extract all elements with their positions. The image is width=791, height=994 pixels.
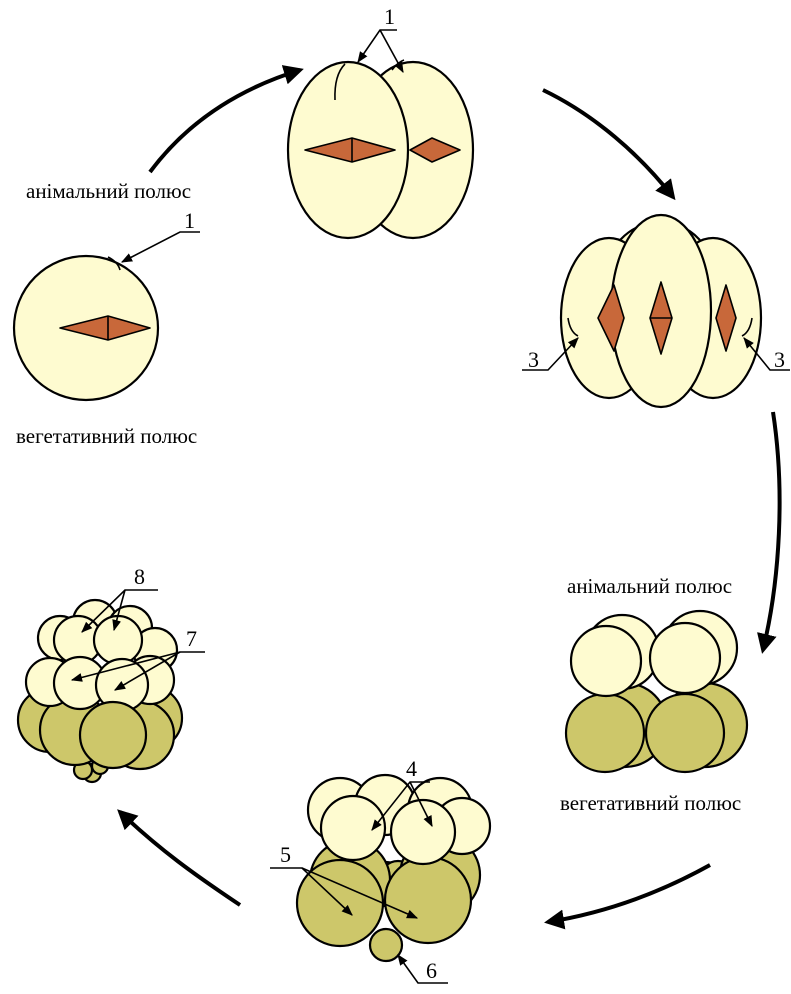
marker-1-two-cell: 1 [358, 4, 403, 72]
vegetal-cell-center [80, 702, 146, 768]
marker-1-zygote-number: 1 [184, 208, 195, 233]
mesomere-left [321, 796, 385, 860]
marker-8-number: 8 [134, 564, 145, 589]
two-cell-stage [288, 60, 473, 238]
micromere [370, 929, 402, 961]
cycle-arrow-3 [763, 412, 780, 650]
cycle-arrow-1 [150, 70, 300, 172]
upper-tier-cell-right [94, 616, 142, 664]
thirty-two-cell-stage [18, 600, 182, 782]
marker-7-number: 7 [186, 626, 197, 651]
cycle-arrow-4 [548, 865, 710, 922]
marker-5-number: 5 [280, 842, 291, 867]
marker-3-left-number: 3 [528, 347, 539, 372]
four-cell-stage [561, 215, 761, 407]
animal-blastomere-left [571, 626, 641, 696]
marker-3-right-number: 3 [774, 347, 785, 372]
vegetal-blastomere-right [646, 694, 724, 772]
marker-6-number: 6 [426, 958, 437, 983]
marker-1-two-cell-number: 1 [384, 4, 395, 29]
cycle-arrow-5 [120, 812, 240, 905]
zygote-vegetal-pole-label: вегетативний полюс [16, 424, 197, 448]
zygote [14, 256, 158, 400]
zygote-animal-pole-label: анімальний полюс [26, 179, 191, 203]
marker-4-number: 4 [406, 756, 417, 781]
marker-6: 6 [398, 955, 448, 983]
animal-blastomere-right [650, 623, 720, 693]
cycle-arrow-2 [543, 90, 673, 197]
eight-cell-stage [566, 611, 747, 772]
eight-cell-animal-pole-label: анімальний полюс [567, 574, 732, 598]
eight-cell-vegetal-pole-label: вегетативний полюс [560, 791, 741, 815]
macromere-right [385, 857, 471, 943]
vegetal-blastomere-left [566, 694, 644, 772]
marker-1-zygote: 1 [122, 208, 200, 262]
